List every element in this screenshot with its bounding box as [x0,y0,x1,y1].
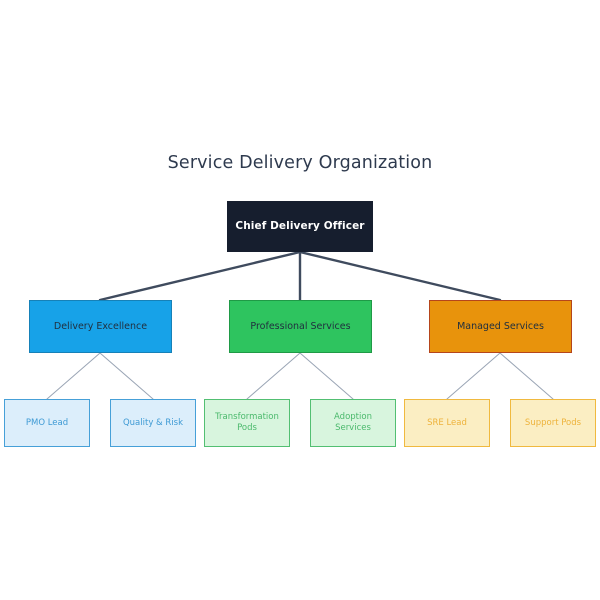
node-label: SRE Lead [427,417,467,428]
node-professional-services[interactable]: Professional Services [229,300,372,353]
node-label: PMO Lead [25,417,69,428]
node-label: Delivery Excellence [53,320,148,332]
node-chief-delivery-officer[interactable]: Chief Delivery Officer [227,201,373,252]
chart-title: Service Delivery Organization [167,153,433,173]
node-adoption-services[interactable]: Adoption Services [310,399,396,447]
node-quality-and-risk[interactable]: Quality & Risk [110,399,196,447]
node-label: Transformation Pods [215,412,279,433]
edge-cdo-to-managed-services [298,250,502,302]
node-label: Professional Services [250,320,351,332]
edge-professional-services-to-transformation-pods [246,352,301,400]
node-pmo-lead[interactable]: PMO Lead [4,399,90,447]
edge-delivery-excellence-to-quality-risk [99,352,154,400]
edge-managed-services-to-sre-lead [446,352,501,400]
node-label: Support Pods [524,417,582,428]
edge-managed-services-to-support-pods [499,352,554,400]
edge-delivery-excellence-to-pmo-lead [46,352,101,400]
node-delivery-excellence[interactable]: Delivery Excellence [29,300,172,353]
edge-professional-services-to-adoption-services [299,352,354,400]
node-managed-services[interactable]: Managed Services [429,300,572,353]
node-label: Quality & Risk [122,417,184,428]
node-label: Chief Delivery Officer [235,219,365,232]
node-label: Adoption Services [334,412,372,433]
edge-cdo-to-delivery-excellence [98,250,302,302]
node-sre-lead[interactable]: SRE Lead [404,399,490,447]
node-label: Managed Services [457,320,544,332]
node-transformation-pods[interactable]: Transformation Pods [204,399,290,447]
node-support-pods[interactable]: Support Pods [510,399,596,447]
